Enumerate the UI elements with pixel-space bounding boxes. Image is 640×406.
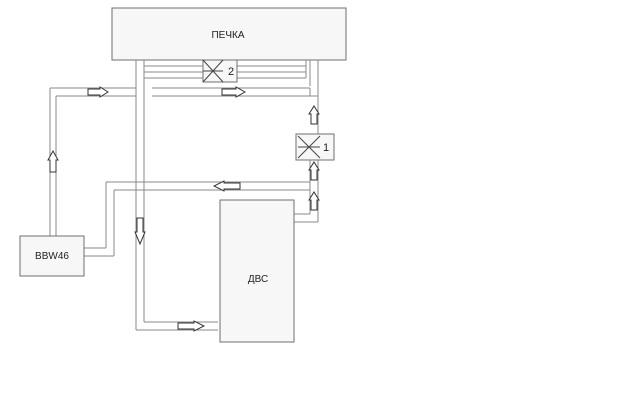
flow-arrow-left-icon	[212, 180, 241, 192]
pump-label: BBW46	[35, 251, 69, 262]
return-pipes	[84, 160, 319, 257]
valve-1-label: 1	[323, 142, 329, 154]
heater-box	[111, 7, 347, 61]
flow-arrow-up-icon	[308, 105, 320, 125]
pump-node[interactable]: BBW46	[19, 235, 85, 277]
pump-box	[19, 235, 85, 277]
flow-arrow-up-icon	[308, 191, 320, 211]
heater-label: ПЕЧКА	[211, 30, 244, 41]
valve-2-label: 2	[228, 66, 234, 78]
flow-arrows	[47, 86, 320, 332]
flow-arrow-right-icon	[221, 86, 247, 98]
engine-node[interactable]: ДВС	[219, 199, 295, 343]
engine-box	[219, 199, 295, 343]
valve-2[interactable]: 2	[202, 59, 238, 83]
flow-arrow-right-icon	[177, 320, 206, 332]
flow-arrow-right-icon	[87, 86, 109, 98]
flow-arrow-up-icon	[47, 149, 59, 173]
heater-node[interactable]: ПЕЧКА	[111, 7, 347, 61]
flow-arrow-up-icon	[308, 161, 320, 181]
supply-pipes	[49, 60, 319, 236]
flow-arrow-down-icon	[134, 217, 146, 246]
engine-label: ДВС	[248, 274, 268, 285]
valve-1[interactable]: 1	[295, 133, 335, 161]
heater-drop-pipes	[135, 60, 218, 331]
